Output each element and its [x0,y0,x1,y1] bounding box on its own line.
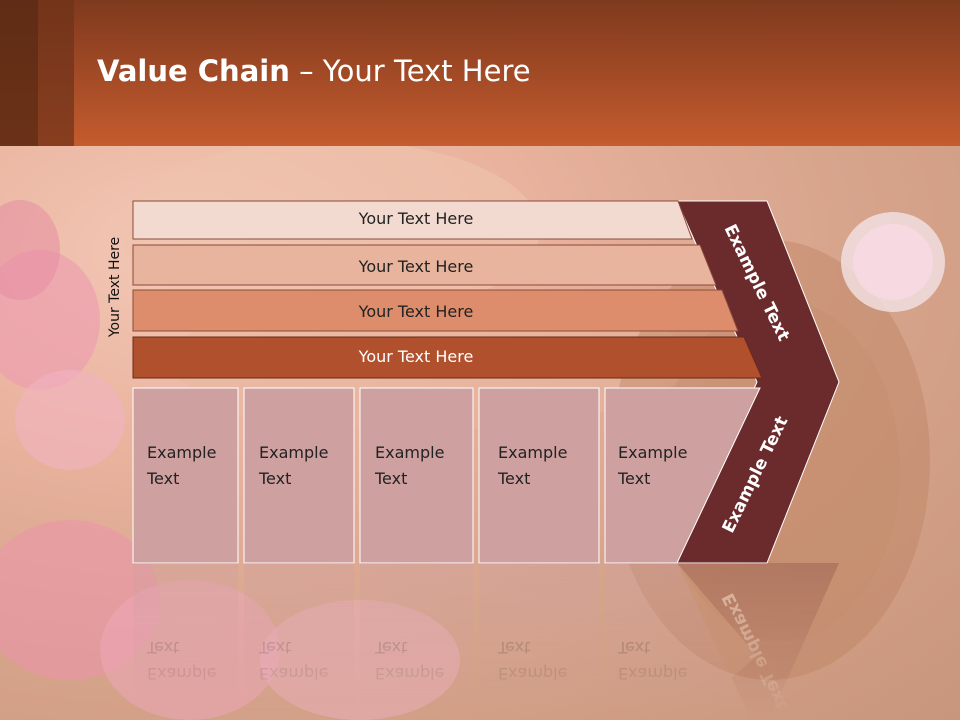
bar: Your Text Here [132,289,739,332]
reflection-line2: Text [617,638,650,657]
box-line1: Example [147,443,216,462]
reflection-line2: Text [258,638,291,657]
reflection-line1: Example [147,664,216,683]
bar: Your Text Here [132,200,693,240]
title-bar [0,0,960,146]
reflection-line1: Example [375,664,444,683]
title-rest: – Your Text Here [289,54,531,88]
box-line2: Text [146,469,179,488]
title-bold: Value Chain [97,54,290,88]
bar: Your Text Here [132,244,717,286]
bar-label: Your Text Here [358,347,474,366]
box-line1: Example [375,443,444,462]
reflection-line2: Text [374,638,407,657]
bar-label: Your Text Here [358,209,474,228]
reflection-line1: Example [498,664,567,683]
box-line2: Text [617,469,650,488]
reflection-line2: Text [146,638,179,657]
box-line2: Text [497,469,530,488]
title-accent-strip [38,0,74,146]
box-line2: Text [374,469,407,488]
box-line1: Example [259,443,328,462]
bar-label: Your Text Here [358,302,474,321]
box: Example Text [132,387,239,564]
reflection-line1: Example [259,664,328,683]
box: Example Text [243,387,355,564]
box-line2: Text [258,469,291,488]
title-accent-strip [0,0,38,146]
box: Example Text [359,387,474,564]
bar: Your Text Here [132,336,763,379]
reflection-line2: Text [497,638,530,657]
reflection-line1: Example [618,664,687,683]
box-line1: Example [498,443,567,462]
diagram-reflection: Example Text Example Text Example Text E… [133,563,839,720]
box: Example Text [478,387,600,564]
bar-label: Your Text Here [358,257,474,276]
box-line1: Example [618,443,687,462]
slide-title: Value Chain – Your Text Here [97,54,531,88]
